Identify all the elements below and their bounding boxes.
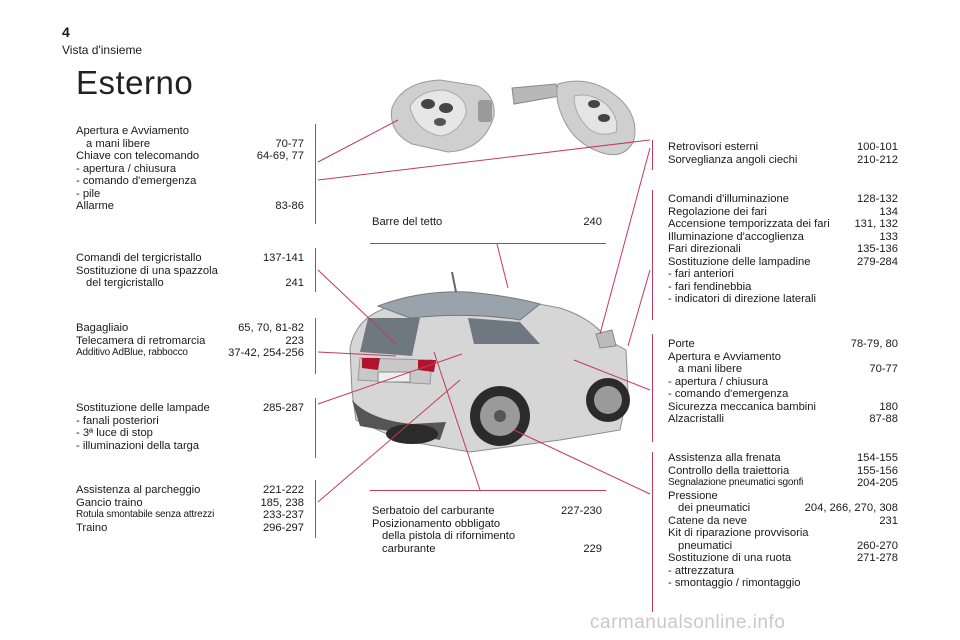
- index-row: - attrezzatura: [668, 564, 734, 577]
- index-row: - illuminazioni della targa: [76, 439, 200, 452]
- bracket-line: [652, 190, 653, 320]
- page-title: Esterno: [76, 64, 194, 101]
- index-row: - apertura / chiusura: [668, 375, 769, 388]
- index-row: della pistola di rifornimento: [382, 530, 516, 542]
- callout-lines: [317, 119, 651, 503]
- index-row: Kit di riparazione provvisoria: [668, 527, 809, 539]
- bracket-line: [315, 398, 316, 458]
- page-number: 4: [62, 24, 70, 40]
- bracket-line: [315, 318, 316, 374]
- bracket-line: [652, 140, 653, 170]
- keyless-fob-icon: [390, 79, 495, 153]
- index-row: - smontaggio / rimontaggio: [668, 577, 801, 589]
- underline: [370, 490, 606, 491]
- index-row: Apertura e Avviamento: [668, 350, 781, 363]
- watermark: carmanualsonline.info: [590, 612, 786, 633]
- index-row: Posizionamento obbligato: [372, 517, 501, 530]
- index-row: Sostituzione di una spazzola: [76, 264, 218, 277]
- car-icon: [349, 271, 630, 453]
- bracket-line: [652, 452, 653, 612]
- bracket-line: [315, 248, 316, 292]
- index-row: - pile: [76, 187, 101, 200]
- index-row: - fanali posteriori: [76, 414, 159, 427]
- index-row: - fari fendinebbia: [668, 280, 752, 293]
- underline: [370, 243, 606, 244]
- index-row: - comando d'emergenza: [668, 388, 789, 400]
- bracket-line: [652, 334, 653, 442]
- remote-key-icon: [511, 80, 636, 156]
- index-row: - 3ª luce di stop: [76, 427, 153, 439]
- index-row: Pressione: [668, 489, 718, 502]
- bracket-line: [315, 480, 316, 538]
- bracket-line: [315, 124, 316, 224]
- section-name: Vista d'insieme: [62, 43, 143, 57]
- index-row: Apertura e Avviamento: [76, 125, 189, 137]
- index-row: - comando d'emergenza: [76, 175, 197, 187]
- index-row: - fari anteriori: [668, 268, 734, 280]
- index-row: - apertura / chiusura: [76, 162, 177, 175]
- index-row: - indicatori di direzione laterali: [668, 293, 816, 305]
